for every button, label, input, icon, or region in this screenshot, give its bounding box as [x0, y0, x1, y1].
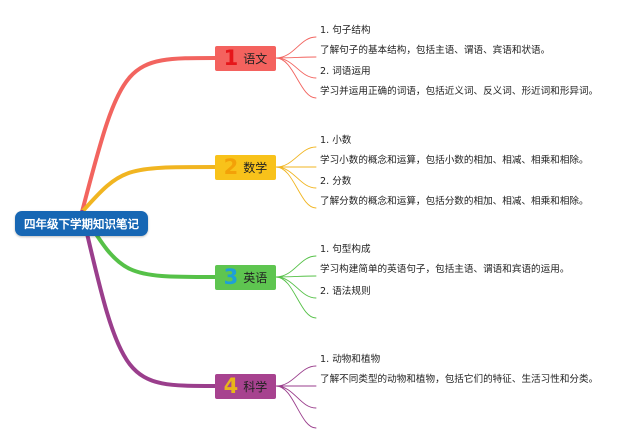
leaf-connector	[275, 385, 317, 429]
branch-chinese[interactable]: 1 语文	[215, 46, 276, 71]
branch-label: 语文	[243, 52, 268, 66]
branch-label: 英语	[243, 271, 268, 285]
leaf-connector	[275, 166, 317, 209]
leaf-subtopic[interactable]: 2. 语法规则	[320, 286, 371, 297]
branch-science[interactable]: 4 科学	[215, 374, 276, 399]
leaf-description[interactable]: 学习小数的概念和运算，包括小数的相加、相减、相乘和相除。	[320, 155, 589, 166]
leaf-connector	[275, 255, 317, 278]
branch-number-badge: 4	[223, 374, 239, 398]
leaf-connector	[275, 276, 317, 299]
leaf-connector	[275, 365, 317, 387]
leaf-subtopic[interactable]: 2. 分数	[320, 176, 352, 187]
branch-connector	[80, 165, 217, 214]
branch-connector	[80, 210, 217, 388]
branch-label: 科学	[243, 380, 268, 394]
branch-math[interactable]: 2 数学	[215, 155, 276, 180]
leaf-connector	[275, 166, 317, 189]
leaf-description[interactable]: 学习构建简单的英语句子，包括主语、谓语和宾语的运用。	[320, 264, 570, 275]
branch-connector	[80, 56, 217, 214]
leaf-subtopic[interactable]: 2. 词语运用	[320, 66, 371, 77]
leaf-connector	[275, 57, 317, 99]
branch-number-badge: 1	[223, 46, 239, 70]
branch-number-badge: 2	[223, 155, 239, 179]
leaf-description[interactable]: 了解不同类型的动物和植物，包括它们的特征、生活习性和分类。	[320, 374, 599, 385]
leaf-connector	[275, 385, 317, 409]
leaf-description[interactable]: 了解分数的概念和运算，包括分数的相加、相减、相乘和相除。	[320, 196, 589, 207]
leaf-subtopic[interactable]: 1. 句型构成	[320, 244, 371, 255]
branch-number-badge: 3	[223, 265, 239, 289]
leaf-subtopic[interactable]: 1. 小数	[320, 135, 352, 146]
leaf-description[interactable]: 了解句子的基本结构，包括主语、谓语、宾语和状语。	[320, 45, 551, 56]
leaf-connector	[275, 276, 317, 319]
leaf-connector	[275, 57, 317, 79]
leaf-connector	[275, 146, 317, 168]
leaf-connector	[275, 36, 317, 59]
root-topic[interactable]: 四年级下学期知识笔记	[15, 211, 148, 236]
branch-english[interactable]: 3 英语	[215, 265, 276, 290]
branch-label: 数学	[243, 161, 268, 175]
leaf-description[interactable]: 学习并运用正确的词语，包括近义词、反义词、形近词和形异词。	[320, 86, 599, 97]
leaf-subtopic[interactable]: 1. 句子结构	[320, 25, 371, 36]
leaf-subtopic[interactable]: 1. 动物和植物	[320, 354, 381, 365]
root-topic-label: 四年级下学期知识笔记	[24, 216, 139, 231]
